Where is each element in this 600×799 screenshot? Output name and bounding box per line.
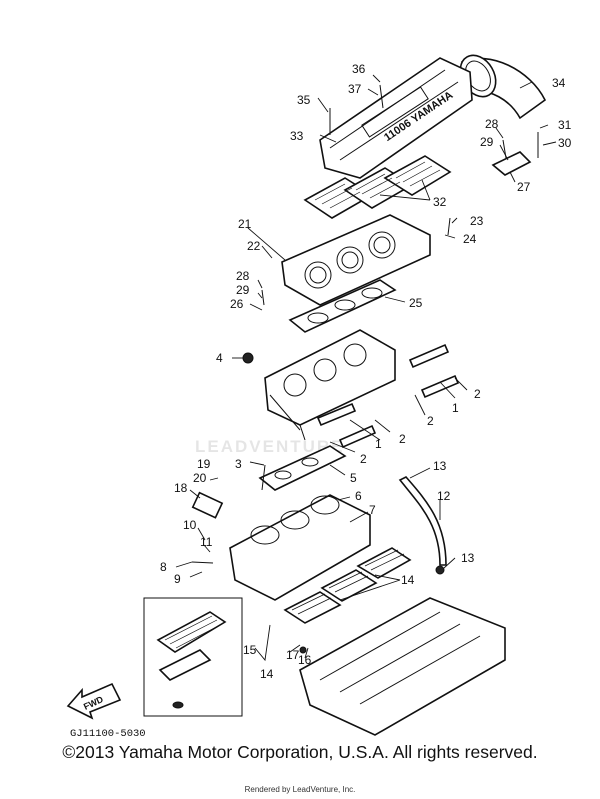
leader-lines [175, 74, 557, 662]
callout-4: 4 [216, 351, 223, 365]
callout-28-lower: 28 [236, 269, 250, 283]
callout-3: 3 [235, 457, 242, 471]
callout-9: 9 [174, 572, 181, 586]
callout-31: 31 [558, 118, 572, 132]
callout-30: 30 [558, 136, 572, 150]
callout-37: 37 [348, 82, 362, 96]
callout-21: 21 [238, 217, 252, 231]
crankcase-gasket [258, 445, 347, 491]
callout-25: 25 [409, 296, 423, 310]
cylinder-cover: 11006 YAMAHA [319, 57, 473, 179]
callout-18: 18 [174, 481, 188, 495]
callout-16: 16 [298, 653, 312, 667]
part-code: GJ11100-5030 [70, 728, 146, 740]
callout-33: 33 [290, 129, 304, 143]
cover-gaskets [303, 155, 452, 219]
reed-valves [283, 547, 412, 624]
copyright-text: ©2013 Yamaha Motor Corporation, U.S.A. A… [62, 742, 538, 762]
callout-35: 35 [297, 93, 311, 107]
cylinder-block [264, 329, 396, 441]
crankcase [229, 494, 371, 601]
callout-19: 19 [197, 457, 211, 471]
callout-2-center: 2 [399, 432, 406, 446]
callout-34: 34 [552, 76, 566, 90]
callout-1-right: 1 [452, 401, 459, 415]
callout-22: 22 [247, 239, 261, 253]
callout-6: 6 [355, 489, 362, 503]
fasteners [191, 84, 539, 654]
callout-7: 7 [369, 503, 376, 517]
callout-8: 8 [160, 560, 167, 574]
cylinder-head [281, 214, 431, 306]
callout-5: 5 [350, 471, 357, 485]
callout-27: 27 [517, 180, 531, 194]
callout-14-lower: 14 [260, 667, 274, 681]
callout-14-upper: 14 [401, 573, 415, 587]
callout-2-right-top: 2 [474, 387, 481, 401]
callout-36: 36 [352, 62, 366, 76]
intake-manifold [299, 597, 506, 736]
callout-28-upper: 28 [485, 117, 499, 131]
callout-32: 32 [433, 195, 447, 209]
hose [398, 476, 447, 566]
callout-2-lower: 2 [360, 452, 367, 466]
callout-29-upper: 29 [480, 135, 494, 149]
head-gasket [288, 279, 397, 333]
callout-13-lower: 13 [461, 551, 475, 565]
watermark-text: LEADVENTURE [195, 437, 345, 456]
callout-13-upper: 13 [433, 459, 447, 473]
callout-2-right-mid: 2 [427, 414, 434, 428]
callout-20: 20 [193, 471, 207, 485]
callout-17: 17 [286, 648, 300, 662]
detail-inset [143, 597, 243, 717]
callout-26: 26 [230, 297, 244, 311]
callout-15: 15 [243, 643, 257, 657]
callout-12: 12 [437, 489, 451, 503]
callout-labels: 34 36 37 35 33 28 31 29 30 27 32 23 24 2… [160, 62, 572, 681]
callout-24: 24 [463, 232, 477, 246]
callout-23: 23 [470, 214, 484, 228]
callout-11: 11 [200, 535, 213, 549]
callout-1-center: 1 [375, 437, 382, 451]
callout-29-lower: 29 [236, 283, 250, 297]
rendered-by-text: Rendered by LeadVenture, Inc. [244, 785, 356, 794]
callout-10: 10 [183, 518, 197, 532]
fwd-arrow: FWD [66, 682, 122, 720]
